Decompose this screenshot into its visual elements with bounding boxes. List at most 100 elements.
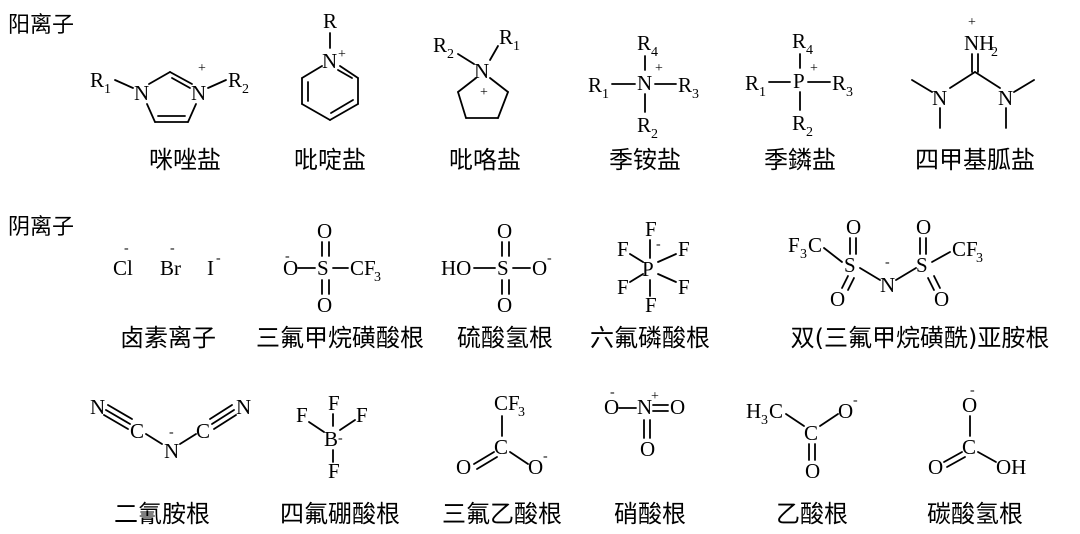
- svg-text:R: R: [588, 73, 602, 97]
- svg-text:O: O: [670, 395, 685, 419]
- svg-text:S: S: [497, 256, 509, 280]
- svg-text:4: 4: [806, 43, 813, 58]
- svg-text:S: S: [844, 253, 856, 277]
- svg-text:R: R: [678, 73, 692, 97]
- cation-label-5: 四甲基胍盐: [915, 146, 1035, 174]
- svg-text:R: R: [228, 68, 242, 92]
- svg-text:C: C: [808, 233, 822, 257]
- svg-text:O: O: [532, 256, 547, 280]
- svg-text:Cl: Cl: [113, 256, 133, 280]
- svg-text:O: O: [830, 287, 845, 311]
- svg-text:N: N: [637, 71, 652, 95]
- svg-text:O: O: [317, 219, 332, 243]
- svg-text:O: O: [846, 215, 861, 239]
- anion-label-7: 三氟乙酸根: [442, 500, 562, 528]
- svg-text:2: 2: [242, 82, 249, 97]
- triflate-structure: O - O S CF3 O: [283, 219, 381, 317]
- svg-text:O: O: [934, 287, 949, 311]
- svg-text:CF: CF: [350, 256, 376, 280]
- svg-text:S: S: [916, 253, 928, 277]
- svg-text:F: F: [296, 403, 308, 427]
- svg-text:+: +: [810, 61, 818, 76]
- hexafluorophosphate-structure: F - F F P F F F: [617, 217, 690, 317]
- svg-text:R: R: [323, 9, 337, 33]
- svg-text:-: -: [216, 251, 221, 266]
- svg-text:3: 3: [846, 85, 853, 100]
- anion-label-8: 硝酸根: [614, 500, 686, 528]
- anion-label-6: 四氟硼酸根: [280, 500, 400, 528]
- svg-text:O: O: [805, 459, 820, 483]
- svg-text:F: F: [645, 293, 657, 317]
- tetrafluoroborate-structure: F F B - F F: [296, 391, 368, 483]
- svg-text:-: -: [170, 241, 175, 256]
- trifluoroacetate-structure: CF3 C O O -: [456, 391, 548, 479]
- svg-text:N: N: [236, 395, 251, 419]
- svg-text:-: -: [610, 385, 615, 400]
- anion-label-3: 六氟磷酸根: [590, 324, 710, 352]
- svg-text:O: O: [497, 219, 512, 243]
- svg-text:3: 3: [761, 413, 768, 428]
- svg-text:N: N: [880, 273, 895, 297]
- svg-text:O: O: [317, 293, 332, 317]
- svg-text:F: F: [788, 233, 800, 257]
- svg-text:2: 2: [447, 47, 454, 62]
- svg-text:R: R: [90, 68, 104, 92]
- svg-text:O: O: [838, 399, 853, 423]
- cation-label-3: 季铵盐: [609, 146, 681, 174]
- svg-text:R: R: [745, 71, 759, 95]
- svg-text:1: 1: [602, 87, 609, 102]
- anions-heading: 阴离子: [8, 215, 74, 240]
- cation-label-0: 咪唑盐: [149, 146, 221, 174]
- svg-text:C: C: [494, 435, 508, 459]
- svg-text:F: F: [678, 275, 690, 299]
- svg-text:H: H: [746, 399, 761, 423]
- svg-text:OH: OH: [996, 455, 1026, 479]
- svg-text:-: -: [124, 241, 129, 256]
- svg-text:-: -: [656, 237, 661, 252]
- tetramethylguanidinium-structure: + NH2 N N: [911, 15, 1035, 129]
- svg-text:+: +: [480, 85, 488, 100]
- svg-text:+: +: [338, 47, 346, 62]
- svg-text:R: R: [433, 33, 447, 57]
- svg-text:NH: NH: [964, 31, 994, 55]
- svg-text:C: C: [962, 435, 976, 459]
- svg-text:N: N: [191, 81, 206, 105]
- svg-text:-: -: [970, 383, 975, 398]
- svg-text:N: N: [164, 439, 179, 463]
- anion-label-0: 卤素离子: [120, 324, 216, 352]
- hydrogen-carbonate-structure: - O C O OH: [928, 383, 1026, 479]
- svg-text:F: F: [645, 217, 657, 241]
- svg-text:O: O: [283, 256, 298, 280]
- svg-text:+: +: [968, 15, 976, 30]
- svg-text:HO: HO: [441, 256, 471, 280]
- svg-text:-: -: [543, 449, 548, 464]
- svg-text:R: R: [637, 31, 651, 55]
- svg-text:P: P: [793, 69, 805, 93]
- svg-text:O: O: [962, 393, 977, 417]
- anion-label-4: 双(三氟甲烷磺酰)亚胺根: [791, 324, 1050, 352]
- anion-label-5: 二氰胺根: [114, 500, 210, 528]
- svg-text:O: O: [528, 455, 543, 479]
- svg-text:F: F: [617, 237, 629, 261]
- svg-text:P: P: [642, 257, 654, 281]
- svg-text:C: C: [196, 419, 210, 443]
- anion-label-9: 乙酸根: [776, 500, 848, 528]
- svg-text:R: R: [832, 71, 846, 95]
- cation-label-1: 吡啶盐: [294, 146, 366, 174]
- svg-text:+: +: [655, 61, 663, 76]
- svg-text:O: O: [640, 437, 655, 461]
- svg-text:N: N: [998, 86, 1013, 110]
- hydrogen-sulfate-structure: O HO S O - O: [441, 219, 552, 317]
- svg-text:O: O: [456, 455, 471, 479]
- svg-text:1: 1: [759, 85, 766, 100]
- svg-text:Br: Br: [160, 256, 181, 280]
- svg-text:O: O: [916, 215, 931, 239]
- svg-text:3: 3: [692, 87, 699, 102]
- svg-text:-: -: [547, 251, 552, 266]
- svg-text:N: N: [932, 86, 947, 110]
